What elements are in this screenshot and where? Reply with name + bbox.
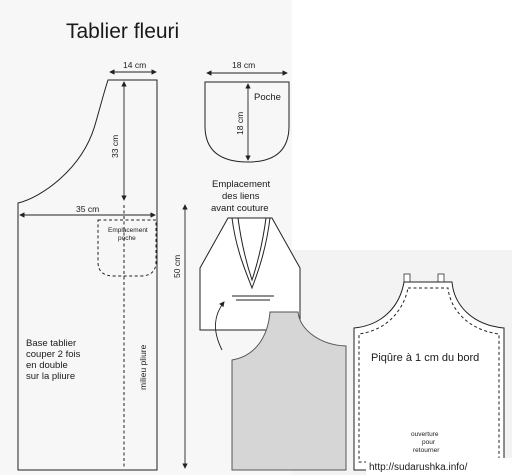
- base-label-1: Base tablier: [26, 338, 76, 349]
- ties-label-3: avant couture: [211, 203, 269, 214]
- bib-height-label: 33 cm: [110, 135, 120, 158]
- pocket-placement-label-2: poche: [118, 235, 136, 242]
- pocket-label: Poche: [254, 92, 281, 103]
- opening-label-3: retourner: [413, 447, 440, 454]
- apron-outline: [17, 79, 158, 471]
- blank-page: [292, 0, 512, 250]
- pocket-width-label: 18 cm: [232, 60, 255, 70]
- total-height-label: 50 cm: [172, 255, 182, 278]
- finished-apron-shape: [353, 281, 505, 471]
- fold-label: milieu pliure: [138, 344, 148, 390]
- opening-label-2: pour: [422, 439, 436, 446]
- ties-label-2: des liens: [222, 191, 260, 202]
- assembled-apron-shape: [231, 311, 347, 471]
- half-width-label: 35 cm: [76, 204, 99, 214]
- watermark: http://sudarushka.info/: [369, 462, 468, 473]
- finished-apron: Piqûre à 1 cm du bord ouverture pour ret…: [353, 273, 505, 471]
- turn-arrow: [215, 301, 225, 351]
- tie-bow: [232, 295, 274, 301]
- left-strap-stub: [403, 273, 411, 283]
- apron-base-pattern: 14 cm 33 cm 35 cm 50 cm milieu pliure Em…: [17, 60, 188, 471]
- neck-width-label: 14 cm: [123, 60, 146, 70]
- opening-label-1: ouverture: [411, 431, 439, 438]
- stitch-label: Piqûre à 1 cm du bord: [371, 352, 479, 364]
- page-title: Tablier fleuri: [66, 20, 179, 43]
- pocket-placement-label-1: Emplacement: [108, 227, 148, 234]
- ties-label-1: Emplacement: [212, 179, 270, 190]
- base-label-2: couper 2 fois: [26, 349, 81, 360]
- assembled-apron: [231, 311, 347, 471]
- base-label-4: sur la pliure: [26, 371, 75, 382]
- tie-left: [231, 217, 271, 290]
- base-label-3: en double: [26, 360, 68, 371]
- tie-right: [237, 217, 267, 282]
- pocket-height-label: 18 cm: [235, 112, 245, 135]
- pocket-pattern: 18 cm 18 cm Poche: [204, 60, 290, 163]
- right-strap-stub: [437, 273, 445, 283]
- pocket-outline: [204, 81, 290, 163]
- watermark-box: [366, 458, 512, 475]
